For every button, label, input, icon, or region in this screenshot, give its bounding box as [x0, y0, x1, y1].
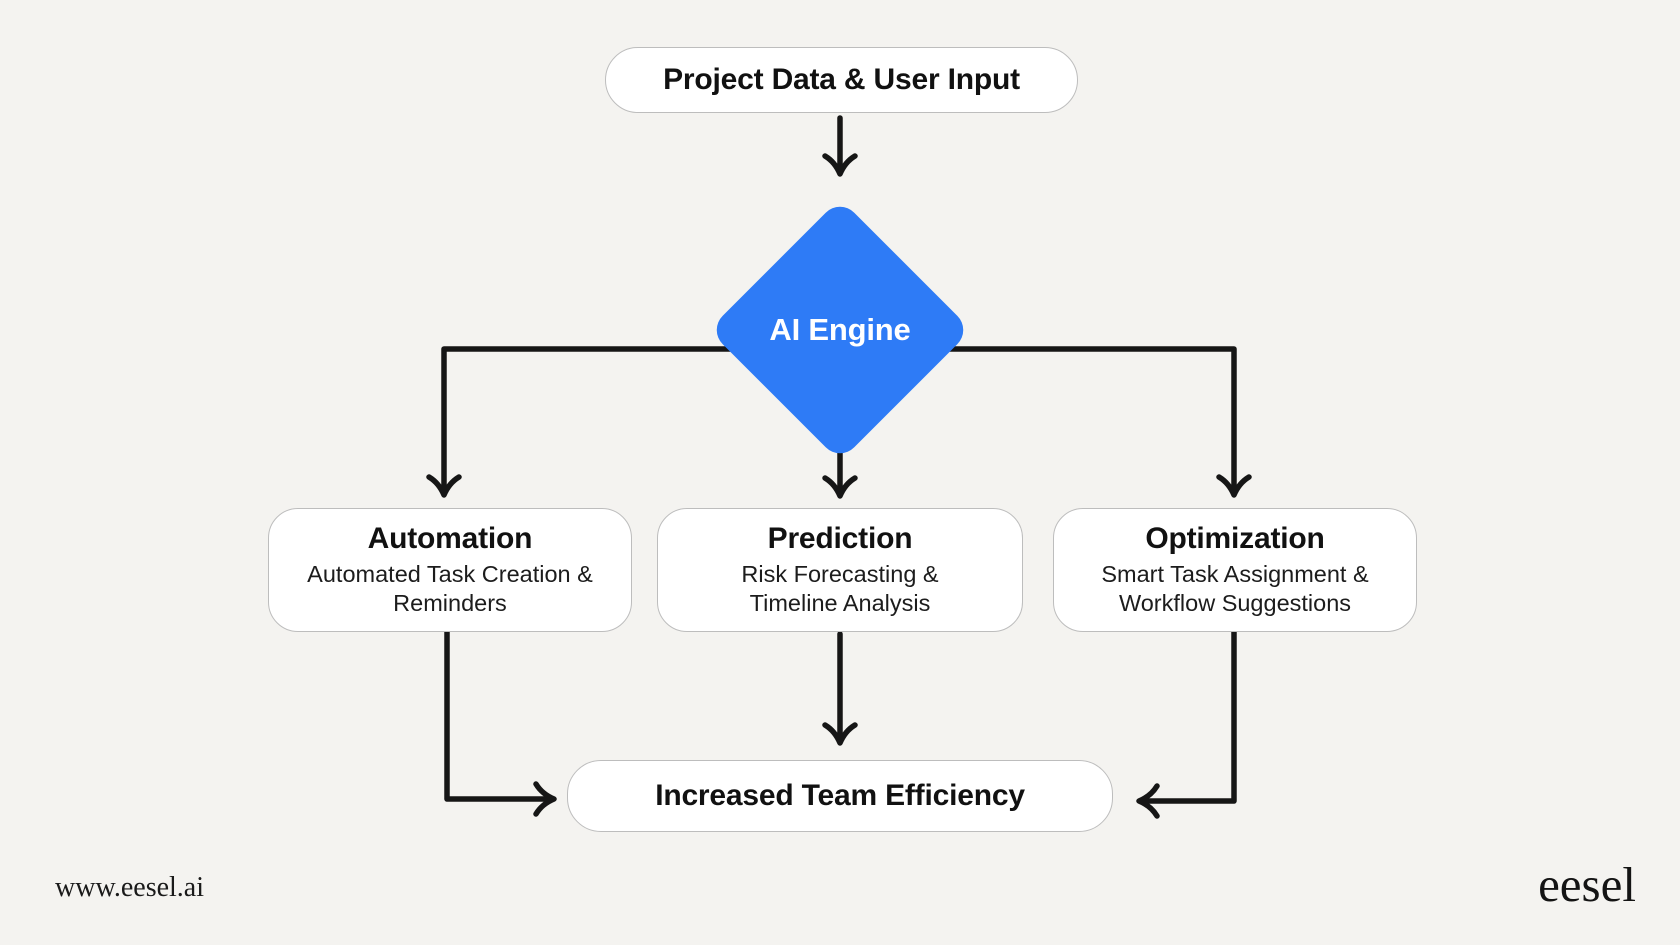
footer-brand-logo: eesel — [1538, 857, 1636, 912]
node-optimization-title: Optimization — [1145, 522, 1325, 556]
arrow-engine-to-optimization — [917, 346, 1252, 498]
arrow-automation-to-outcome — [444, 629, 557, 817]
node-ai-engine-label: AI Engine — [769, 312, 911, 347]
node-increased-team-efficiency: Increased Team Efficiency — [567, 760, 1113, 832]
arrow-prediction-to-outcome — [822, 631, 858, 746]
node-project-data-input-label: Project Data & User Input — [663, 63, 1020, 96]
node-automation: Automation Automated Task Creation & Rem… — [268, 508, 632, 632]
arrow-engine-to-prediction — [822, 447, 858, 499]
node-optimization: Optimization Smart Task Assignment & Wor… — [1053, 508, 1417, 632]
node-prediction: Prediction Risk Forecasting & Timeline A… — [657, 508, 1023, 632]
node-prediction-subtitle: Risk Forecasting & Timeline Analysis — [741, 561, 939, 616]
node-increased-team-efficiency-label: Increased Team Efficiency — [655, 779, 1025, 812]
node-automation-title: Automation — [367, 522, 533, 556]
node-ai-engine-diamond: AI Engine — [708, 198, 972, 462]
node-project-data-input: Project Data & User Input — [605, 47, 1078, 113]
arrow-optimization-to-outcome — [1136, 629, 1237, 819]
node-automation-subtitle: Automated Task Creation & Reminders — [307, 561, 593, 616]
node-prediction-title: Prediction — [767, 522, 913, 556]
node-optimization-subtitle: Smart Task Assignment & Workflow Suggest… — [1101, 561, 1369, 616]
arrow-engine-to-automation — [426, 346, 763, 498]
footer-website-url: www.eesel.ai — [55, 872, 205, 903]
arrow-input-to-engine — [822, 115, 858, 177]
